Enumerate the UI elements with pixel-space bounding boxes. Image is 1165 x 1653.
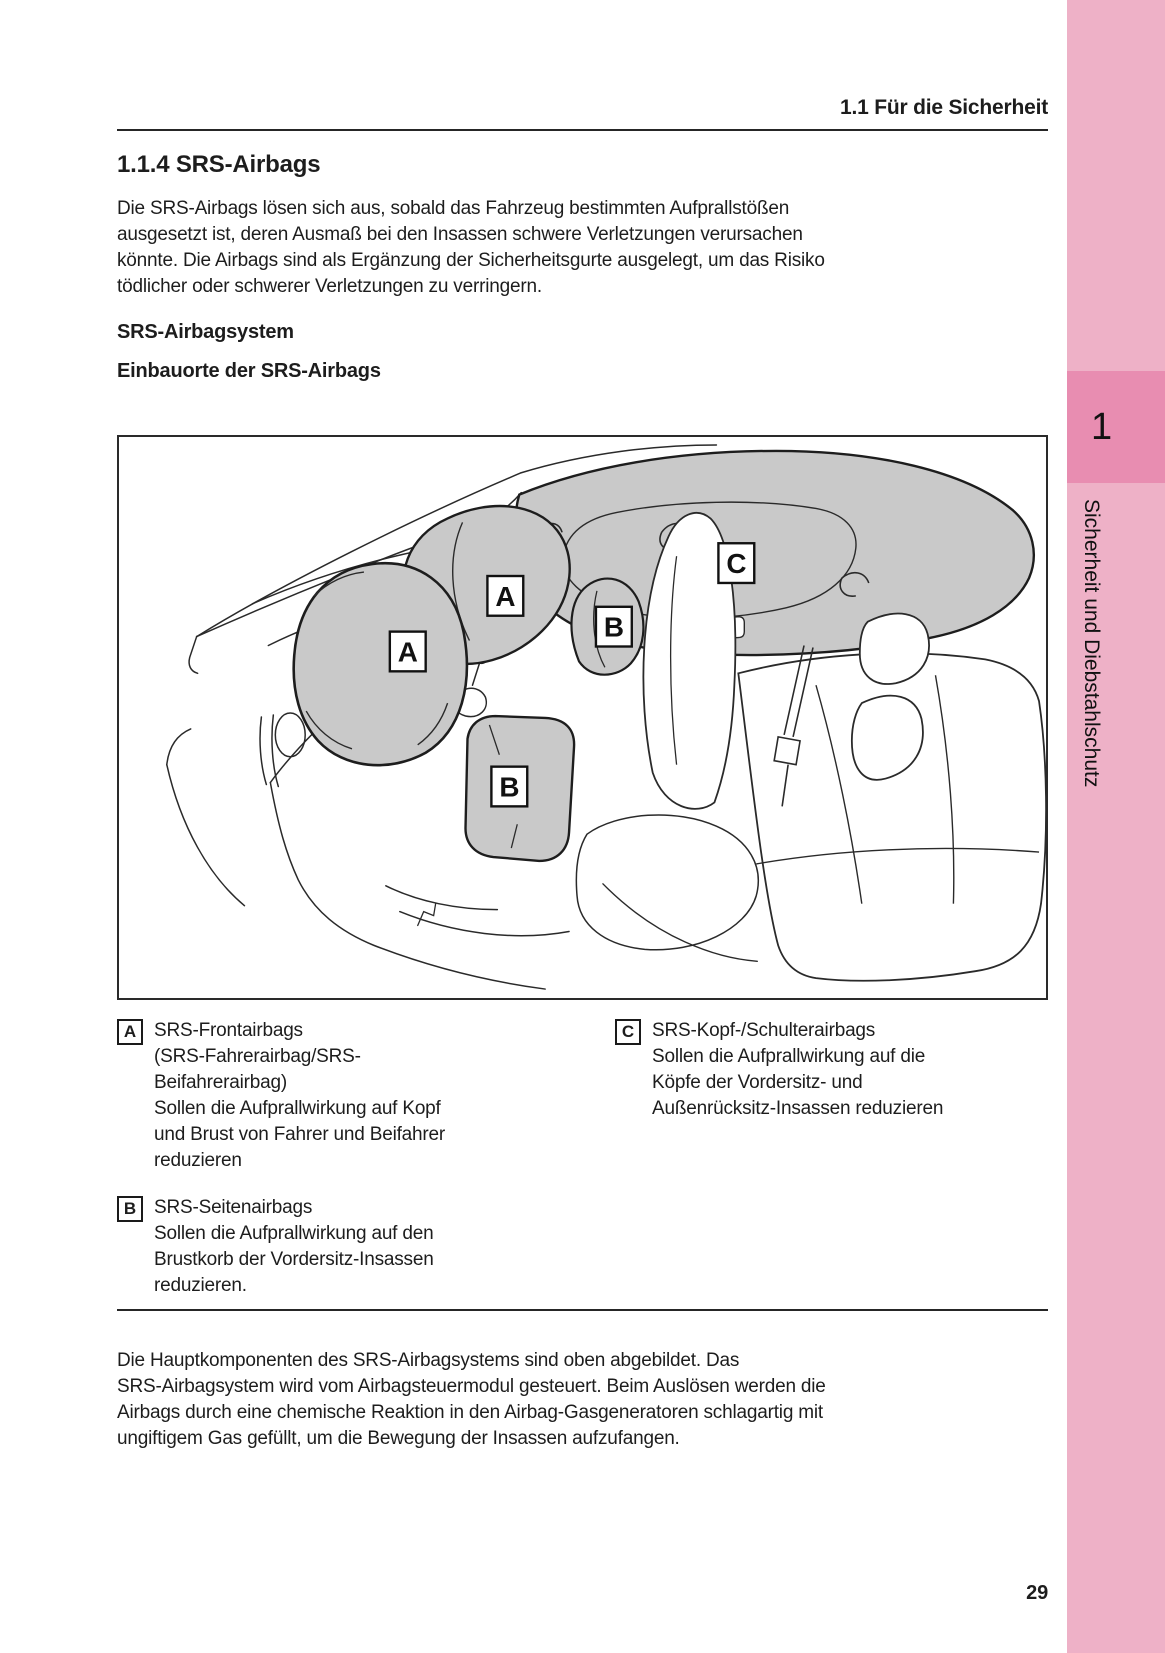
legend-column-right: C SRS-Kopf-/Schulterairbags Sollen die A… [615, 1018, 1048, 1143]
front-seats-group [269, 650, 759, 990]
legend-text-b: SRS-Seitenairbags Sollen die Aufprallwir… [154, 1197, 434, 1296]
label-box-side-lower [490, 765, 529, 808]
label-curtain: C [726, 548, 746, 579]
intro-paragraph: Die SRS-Airbags lösen sich aus, sobald d… [117, 198, 825, 297]
label-side-lower: B [499, 771, 519, 802]
a-pillar-line [195, 472, 523, 638]
front-seatback-fold [669, 556, 678, 765]
rear-bench-fold-line-2 [934, 675, 955, 904]
driver-airbag-fold-3 [417, 702, 449, 746]
b-pillar-line-1 [259, 716, 268, 786]
section-heading: 1.1.4 SRS-Airbags [117, 151, 321, 178]
driver-cushion-line-1 [399, 910, 570, 937]
diagram-labels: A A B B C [388, 542, 756, 808]
legend-item-c: C SRS-Kopf-/Schulterairbags Sollen die A… [615, 1018, 1048, 1122]
legend-text-c: SRS-Kopf-/Schulterairbags Sollen die Auf… [652, 1020, 944, 1119]
legend-item-a: A SRS-Frontairbags (SRS-Fahrerairbag/SRS… [117, 1018, 587, 1174]
label-driver-front: A [398, 636, 418, 667]
label-passenger-front: A [495, 581, 515, 612]
side-airbag-upper-fold [593, 590, 606, 668]
side-airbag-lower-fold-2 [510, 824, 518, 849]
door-panel-curve [166, 763, 246, 907]
label-box-curtain [717, 542, 756, 585]
driver-front-airbag-group [292, 561, 469, 767]
legend-item-b: B SRS-Seitenairbags Sollen die Aufprallw… [117, 1195, 587, 1299]
seatbelt-buckle [773, 735, 801, 766]
legend-text-a: SRS-Frontairbags (SRS-Fahrerairbag/SRS- … [154, 1020, 446, 1171]
rear-bench-fold-line-1 [815, 685, 863, 904]
label-box-driver-front [388, 630, 427, 673]
airbag-diagram-svg: A A B B C [166, 444, 1046, 990]
b-pillar-line-2 [271, 714, 280, 788]
legend-bottom-rule [117, 1309, 1048, 1311]
legend-key-a: A [117, 1019, 143, 1045]
driver-seat-left-edge [269, 781, 546, 990]
subheading-airbagsystem: SRS-Airbagsystem [117, 321, 294, 343]
driver-cushion-line-2 [385, 885, 499, 911]
door-panel-top [166, 728, 192, 766]
subheading-einbauorte: Einbauorte der SRS-Airbags [117, 360, 381, 382]
label-box-passenger-front [486, 574, 525, 617]
seatbelt-lower [781, 764, 789, 807]
page-number: 29 [1026, 1582, 1048, 1604]
running-head: 1.1 Für die Sicherheit [840, 96, 1048, 119]
seatbelt-strap [783, 645, 814, 738]
closing-paragraph: Die Hauptkomponenten des SRS-Airbagsyste… [117, 1350, 826, 1449]
rear-headrest-1 [858, 612, 930, 685]
rear-headrest-2 [850, 694, 924, 781]
driver-front-airbag-shape [292, 561, 469, 767]
grab-handle-rear-icon [839, 571, 870, 597]
legend-column-left: A SRS-Frontairbags (SRS-Fahrerairbag/SRS… [117, 1018, 587, 1320]
chapter-number: 1 [1091, 405, 1112, 448]
label-side-upper: B [604, 612, 624, 643]
passenger-cushion-edge [602, 883, 758, 962]
roof-edge-line [520, 444, 718, 474]
chapter-sidebar: 1 Sicherheit und Diebstahlschutz [1067, 0, 1165, 1653]
label-box-side-upper [594, 605, 633, 648]
legend-key-b: B [117, 1196, 143, 1222]
legend-key-c: C [615, 1019, 641, 1045]
rear-bench-cushion-line [756, 847, 1040, 865]
passenger-cushion [575, 814, 759, 951]
a-pillar-foot [188, 635, 199, 675]
airbag-location-diagram: A A B B C [117, 435, 1048, 1000]
shifter-stick [471, 662, 481, 686]
driver-airbag-fold-2 [305, 710, 353, 750]
rear-bench-body [737, 652, 1046, 982]
chapter-number-tab: 1 [1067, 371, 1165, 483]
driver-airbag-fold-1 [313, 571, 365, 597]
chapter-title-vertical: Sicherheit und Diebstahlschutz [1080, 499, 1103, 788]
side-airbag-lower-fold-1 [488, 724, 500, 755]
header-rule [117, 129, 1048, 131]
rear-bench-group [715, 612, 1046, 982]
sill-step [417, 903, 437, 927]
steering-hub [274, 712, 306, 758]
